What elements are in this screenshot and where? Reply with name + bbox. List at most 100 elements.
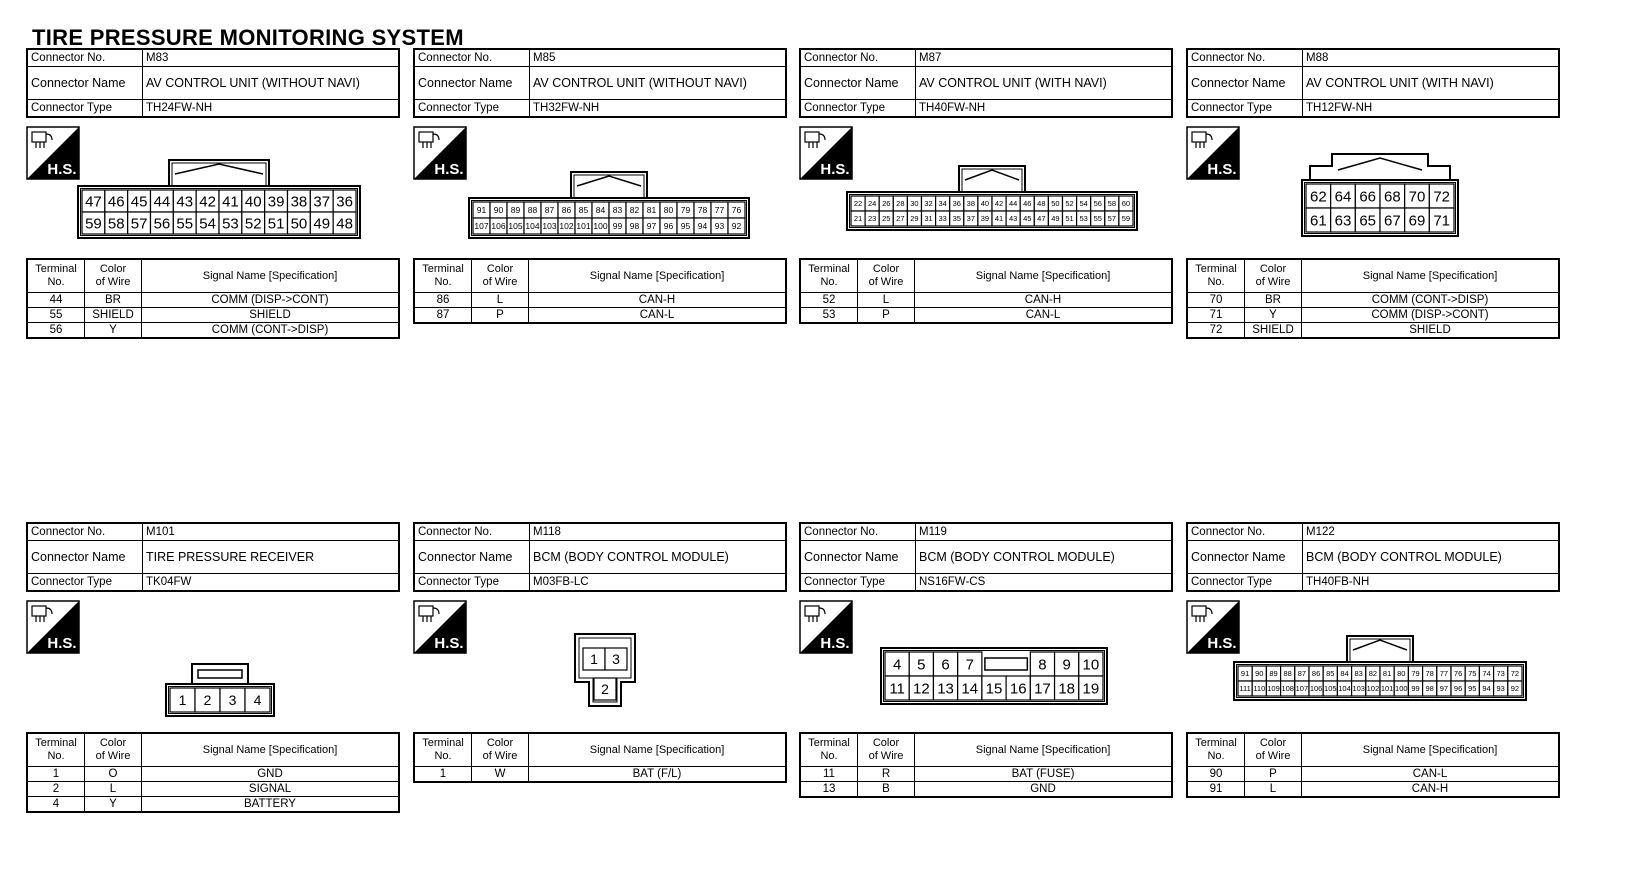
label-connector-no: Connector No.	[1186, 48, 1303, 67]
value-no: M118	[529, 522, 787, 541]
pin-number: 53	[222, 215, 239, 232]
pin-number: 59	[85, 215, 102, 232]
header-signal-name: Signal Name [Specification]	[914, 258, 1173, 293]
pin-number: 38	[291, 193, 308, 210]
pin-number: 65	[1359, 212, 1376, 229]
pin-number: 35	[953, 214, 961, 223]
pin-cavity	[1379, 183, 1406, 209]
pin-number: 106	[491, 221, 505, 231]
value-no: M85	[529, 48, 787, 67]
pin-number: 56	[154, 215, 171, 232]
pin-number: 6	[941, 656, 949, 673]
hs-harness-side-icon: H.S.	[413, 600, 467, 654]
pin-number: 95	[1468, 684, 1476, 693]
pin-number: 96	[1454, 684, 1462, 693]
value-type: TH40FW-NH	[915, 99, 1173, 118]
pin-number: 101	[1381, 684, 1394, 693]
pin-number: 40	[981, 199, 989, 208]
pin-number: 15	[986, 680, 1003, 697]
pin-number: 33	[938, 214, 946, 223]
pin-number: 90	[1255, 669, 1263, 678]
wire-color-cell: BR	[84, 292, 142, 308]
wire-color-cell: W	[471, 766, 529, 783]
pin-number: 104	[1338, 684, 1351, 693]
pin-number: 77	[715, 205, 725, 215]
pin-number: 43	[176, 193, 193, 210]
pin-number: 77	[1440, 669, 1448, 678]
value-no: M119	[915, 522, 1173, 541]
pin-number: 26	[882, 199, 890, 208]
signal-name-cell: COMM (CONT->DISP)	[141, 322, 400, 339]
label-connector-type: Connector Type	[26, 573, 143, 592]
pin-cavity	[244, 687, 271, 713]
label-connector-type: Connector Type	[799, 573, 916, 592]
pin-number: 107	[1296, 684, 1309, 693]
pin-number: 85	[579, 205, 589, 215]
pin-number: 42	[199, 193, 216, 210]
label-connector-no: Connector No.	[26, 48, 143, 67]
pin-cavity	[1404, 183, 1430, 209]
pin-number: 55	[176, 215, 193, 232]
pin-number: 106	[1310, 684, 1323, 693]
pin-number: 7	[966, 656, 974, 673]
hs-badge-label: H.S.	[1207, 635, 1236, 652]
pin-number: 53	[1079, 214, 1087, 223]
pin-number: 3	[229, 692, 237, 708]
pin-number: 78	[698, 205, 708, 215]
label-connector-type: Connector Type	[26, 99, 143, 118]
pin-number: 93	[715, 221, 725, 231]
pin-number: 100	[593, 221, 607, 231]
signal-name-cell: SHIELD	[1301, 322, 1560, 339]
pin-number: 47	[1037, 214, 1045, 223]
pin-number: 14	[961, 680, 978, 697]
terminal-no-cell: 1	[26, 766, 85, 782]
terminal-no-cell: 44	[26, 292, 85, 308]
header-signal-name: Signal Name [Specification]	[528, 258, 787, 293]
label-connector-no: Connector No.	[1186, 522, 1303, 541]
header-signal-name: Signal Name [Specification]	[914, 732, 1173, 767]
pin-number: 104	[525, 221, 539, 231]
pin-cavity	[727, 217, 746, 235]
hs-harness-side-icon: H.S.	[1186, 126, 1240, 180]
hs-badge-label: H.S.	[1207, 161, 1236, 178]
pin-number: 66	[1359, 188, 1376, 205]
terminal-no-cell: 4	[26, 796, 85, 813]
hs-badge-label: H.S.	[47, 161, 76, 178]
value-name: BCM (BODY CONTROL MODULE)	[915, 540, 1173, 574]
pin-number: 23	[868, 214, 876, 223]
pin-number: 4	[893, 656, 901, 673]
pin-number: 51	[1065, 214, 1073, 223]
pin-number: 72	[1511, 669, 1519, 678]
value-type: TH12FW-NH	[1302, 99, 1560, 118]
pin-number: 16	[1010, 680, 1027, 697]
pin-number: 3	[612, 651, 620, 667]
pin-number: 87	[1298, 669, 1306, 678]
pin-number: 110	[1253, 684, 1265, 693]
pin-number: 17	[1034, 680, 1051, 697]
pin-number: 9	[1062, 656, 1070, 673]
pin-number: 39	[268, 193, 285, 210]
label-connector-type: Connector Type	[1186, 573, 1303, 592]
hs-badge-label: H.S.	[47, 635, 76, 652]
pin-cavity	[1379, 207, 1406, 233]
label-connector-name: Connector Name	[799, 66, 916, 100]
pin-number: 52	[245, 215, 262, 232]
value-no: M101	[142, 522, 400, 541]
pin-number: 11	[889, 680, 905, 697]
pin-number: 80	[1397, 669, 1405, 678]
